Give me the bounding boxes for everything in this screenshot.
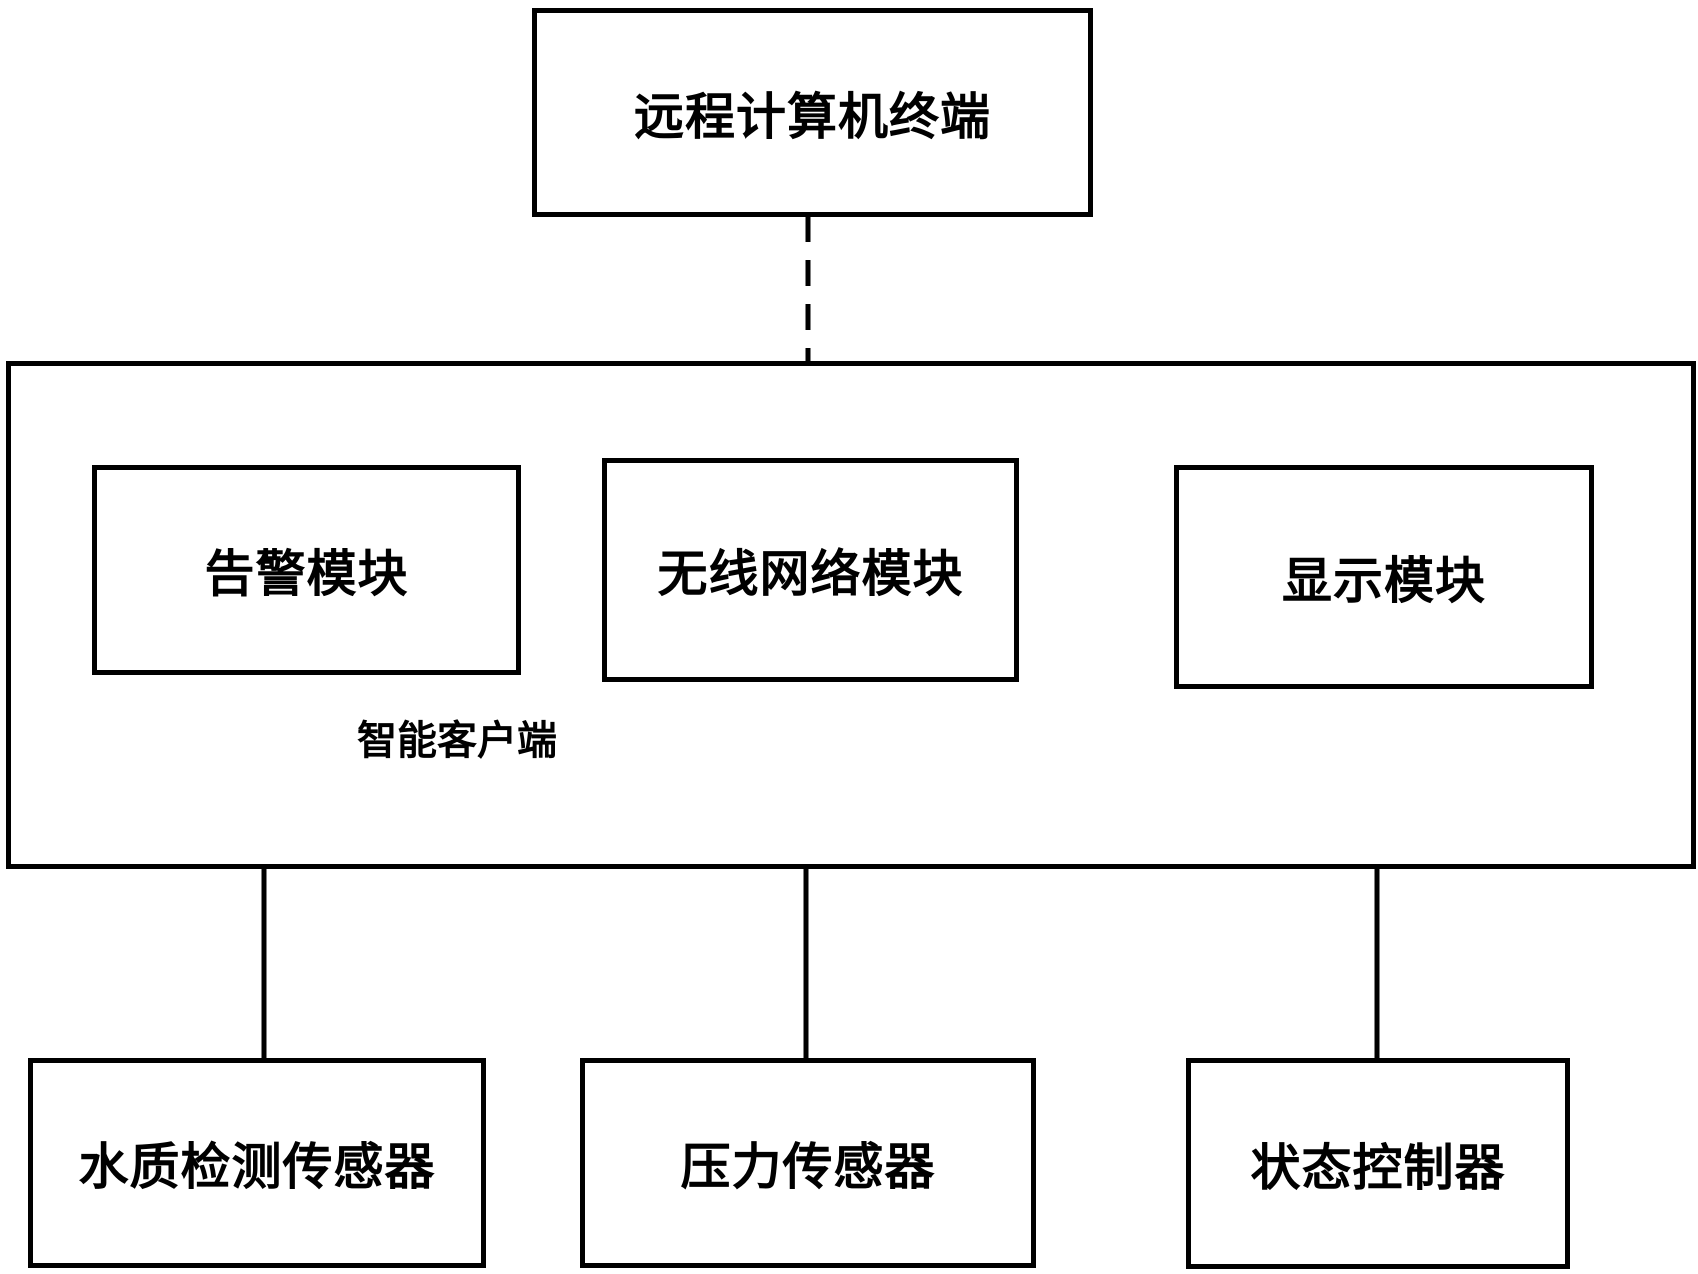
wireless-module-box: 无线网络模块	[602, 458, 1019, 682]
smart-client-caption: 智能客户端	[357, 718, 557, 764]
display-module-box: 显示模块	[1174, 465, 1594, 689]
alarm-module-box: 告警模块	[92, 465, 521, 675]
alarm-module-label: 告警模块	[204, 545, 409, 603]
pressure-sensor-label: 压力传感器	[680, 1138, 936, 1196]
remote-terminal-label: 远程计算机终端	[634, 87, 991, 146]
water-quality-sensor-box: 水质检测传感器	[28, 1058, 486, 1268]
display-module-label: 显示模块	[1282, 552, 1486, 610]
state-controller-label: 状态控制器	[1250, 1138, 1506, 1197]
pressure-sensor-box: 压力传感器	[580, 1058, 1036, 1268]
state-controller-box: 状态控制器	[1186, 1058, 1570, 1269]
wireless-module-label: 无线网络模块	[657, 545, 964, 603]
water-quality-sensor-label: 水质检测传感器	[78, 1138, 436, 1196]
remote-terminal-box: 远程计算机终端	[532, 8, 1093, 217]
